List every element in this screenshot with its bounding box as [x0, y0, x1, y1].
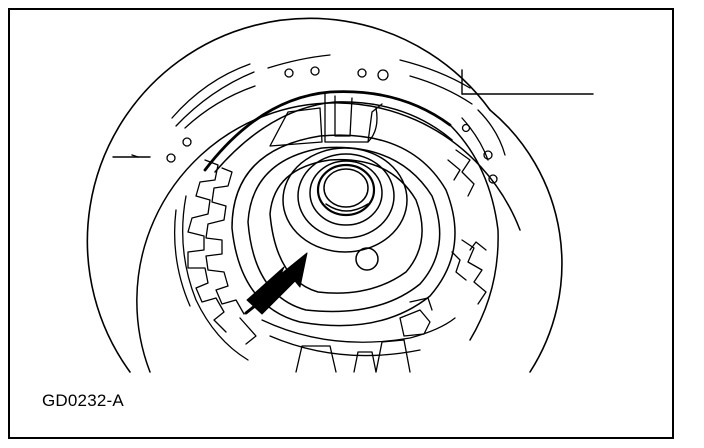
piston-hub	[231, 134, 456, 327]
figure-id-label: GD0232-A	[42, 391, 124, 410]
pointer-arrow	[244, 252, 308, 315]
housing-slots	[171, 54, 506, 161]
leader-lines	[112, 69, 594, 158]
lower-structure	[261, 297, 456, 373]
outer-housing	[86, 17, 563, 373]
clutch-plate-splines	[173, 159, 257, 361]
figure-frame	[8, 8, 674, 439]
housing-holes	[166, 66, 498, 184]
hub-notch	[269, 91, 383, 147]
clutch-plate-splines-right	[447, 149, 487, 305]
check-ball	[355, 247, 379, 271]
